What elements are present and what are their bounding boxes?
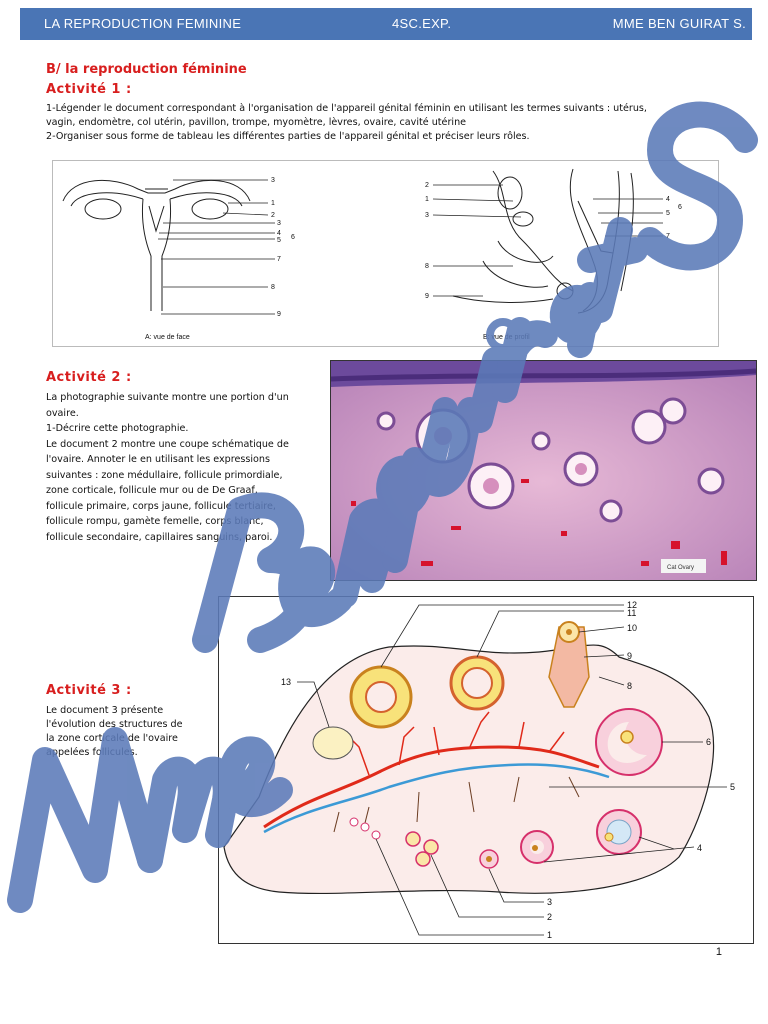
caption-front-view: A: vue de face [145, 334, 190, 341]
header-right: MME BEN GUIRAT S. [612, 16, 746, 31]
activite2-line: suivantes : zone médullaire, follicule p… [46, 469, 283, 481]
activite1-title: Activité 1 : [46, 82, 132, 97]
label-doc3-11: 11 [627, 608, 636, 618]
activite2-text: La photographie suivante montre une port… [46, 390, 316, 545]
label-doc3-3: 3 [547, 897, 552, 907]
activite2-line: follicule primaire, corps jaune, follicu… [46, 500, 276, 512]
blood-vessel-blue [263, 763, 610, 834]
activite2-line: follicule secondaire, capillaires sangui… [46, 531, 273, 543]
label-a-6: 6 [291, 234, 295, 241]
follicle-evolution-diagram: 12 11 10 9 8 13 6 5 4 3 2 1 [223, 600, 735, 940]
front-view-diagram [62, 179, 251, 311]
side-view-diagram [452, 168, 634, 314]
header-middle: 4SC.EXP. [392, 16, 452, 31]
header-left: LA REPRODUCTION FEMININE [44, 16, 242, 31]
label-doc3-4: 4 [697, 843, 702, 853]
activite3-line: la zone corticale de l'ovaire [46, 733, 178, 744]
activite2-line: La photographie suivante montre une port… [46, 392, 289, 403]
label-a-5: 5 [277, 237, 281, 244]
follicles [312, 621, 663, 869]
front-view-labels: 3 1 2 3 4 5 6 7 8 9 A: vue de face [145, 177, 295, 341]
activite3-title: Activité 3 : [46, 683, 132, 698]
document3-figure: 12 11 10 9 8 13 6 5 4 3 2 1 [218, 596, 754, 944]
label-b-4: 4 [666, 196, 670, 203]
reproductive-diagrams: 3 1 2 3 4 5 6 7 8 9 A: vue de face [62, 168, 682, 341]
activite2-line: Le document 2 montre une coupe schématiq… [46, 438, 289, 450]
activite3-line: appelées follicules. [46, 747, 138, 758]
activite3-text: Le document 3 présente l'évolution des s… [46, 704, 211, 760]
activite1-line1: 1-Légender le document correspondant à l… [46, 103, 647, 114]
ovary-micrograph: Cat Ovary [331, 361, 756, 580]
photo-tag: Cat Ovary [667, 565, 694, 571]
label-doc3-13: 13 [281, 677, 291, 687]
page-header: LA REPRODUCTION FEMININE 4SC.EXP. MME BE… [20, 8, 752, 40]
label-doc3-2: 2 [547, 912, 552, 922]
doc3-leader-lines [297, 604, 727, 936]
label-b-3: 3 [425, 212, 429, 219]
activite3-line: Le document 3 présente [46, 705, 164, 716]
label-b-2: 2 [425, 182, 429, 189]
side-view-leader-lines [432, 184, 663, 297]
label-doc3-6: 6 [706, 737, 711, 747]
label-a-3b: 3 [277, 220, 281, 227]
label-doc3-5: 5 [730, 782, 735, 792]
activite3-line: l'évolution des structures de [46, 719, 183, 730]
activite2-title: Activité 2 : [46, 370, 132, 385]
label-a-9: 9 [277, 311, 281, 318]
label-b-9: 9 [425, 293, 429, 300]
label-a-2: 2 [271, 212, 275, 219]
label-a-1: 1 [271, 200, 275, 207]
section-title: B/ la reproduction féminine [46, 62, 247, 77]
label-a-4: 4 [277, 230, 281, 237]
label-doc3-12: 12 [627, 600, 637, 610]
side-view-labels: 2 1 3 4 5 6 7 8 9 B: vue de profil [425, 182, 682, 341]
activite2-line: l'ovaire. Annoter le en utilisant les ex… [46, 454, 271, 465]
document1-figure: 3 1 2 3 4 5 6 7 8 9 A: vue de face [52, 160, 719, 347]
ovary-photograph: Cat Ovary [330, 360, 757, 581]
label-a-7: 7 [277, 256, 281, 263]
front-view-leader-lines [158, 179, 275, 315]
activite1-text: 1-Légender le document correspondant à l… [46, 102, 746, 144]
label-b-5: 5 [666, 210, 670, 217]
label-b-8: 8 [425, 263, 429, 270]
activite2-line: 1-Décrire cette photographie. [46, 423, 189, 434]
label-doc3-8: 8 [627, 681, 632, 691]
activite1-line2: vagin, endomètre, col utérin, pavillon, … [46, 117, 467, 128]
label-b-1: 1 [425, 196, 429, 203]
label-doc3-10: 10 [627, 623, 637, 633]
label-doc3-9: 9 [627, 651, 632, 661]
activite1-line3: 2-Organiser sous forme de tableau les di… [46, 131, 530, 142]
activite2-line: follicule rompu, gamète femelle, corps b… [46, 516, 264, 527]
activite2-line: zone corticale, follicule mur ou de De G… [46, 485, 258, 496]
page-number: 1 [715, 946, 722, 958]
label-a-3: 3 [271, 177, 275, 184]
label-a-8: 8 [271, 284, 275, 291]
doc3-labels: 12 11 10 9 8 13 6 5 4 3 2 1 [281, 600, 735, 940]
label-doc3-1: 1 [547, 930, 552, 940]
label-b-6: 6 [678, 204, 682, 211]
blood-vessel-red [263, 745, 600, 829]
caption-side-view: B: vue de profil [483, 334, 530, 341]
activite2-line: ovaire. [46, 407, 79, 419]
label-b-7: 7 [666, 233, 670, 240]
